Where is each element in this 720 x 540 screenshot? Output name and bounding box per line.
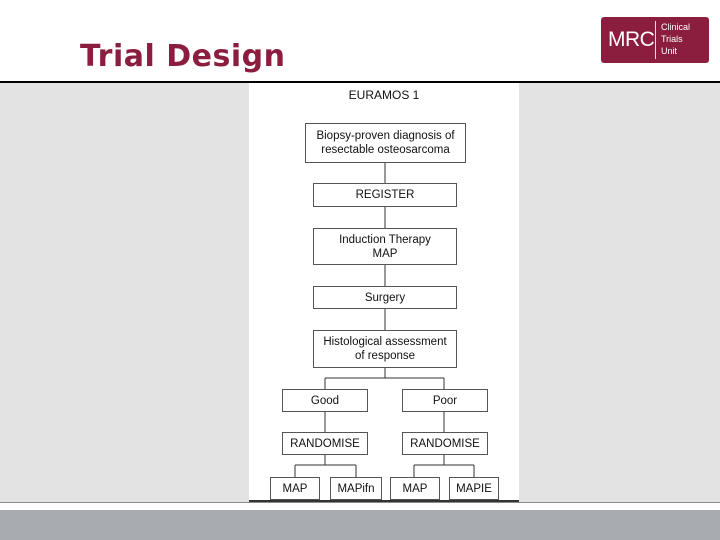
node-arm-mapifn: MAPifn <box>330 477 382 500</box>
node-arm-map-good: MAP <box>270 477 320 500</box>
logo-line-3: Unit <box>661 46 678 56</box>
footer-bar <box>0 510 720 540</box>
mrc-logo: MRC Clinical Trials Unit <box>601 17 709 63</box>
node-arm-mapie: MAPIE <box>449 477 499 500</box>
logo-wordmark: Clinical Trials Unit <box>661 21 690 57</box>
node-randomise-good: RANDOMISE <box>282 432 368 455</box>
node-randomise-poor: RANDOMISE <box>402 432 488 455</box>
logo-divider <box>655 21 656 59</box>
node-induction-therapy: Induction Therapy MAP <box>313 228 457 265</box>
slide-title: Trial Design <box>80 39 286 74</box>
node-poor-response: Poor <box>402 389 488 412</box>
node-good-response: Good <box>282 389 368 412</box>
node-surgery: Surgery <box>313 286 457 309</box>
diagram-title: EURAMOS 1 <box>348 88 420 102</box>
node-arm-map-poor: MAP <box>390 477 440 500</box>
logo-line-2: Trials <box>661 34 683 44</box>
node-register: REGISTER <box>313 183 457 207</box>
logo-mark: MRC <box>608 28 655 51</box>
logo-line-1: Clinical <box>661 22 691 32</box>
title-divider <box>0 81 720 83</box>
node-histological-assessment: Histological assessment of response <box>313 330 457 368</box>
bottom-divider <box>0 502 720 503</box>
node-diagnosis: Biopsy-proven diagnosis of resectable os… <box>305 123 466 163</box>
